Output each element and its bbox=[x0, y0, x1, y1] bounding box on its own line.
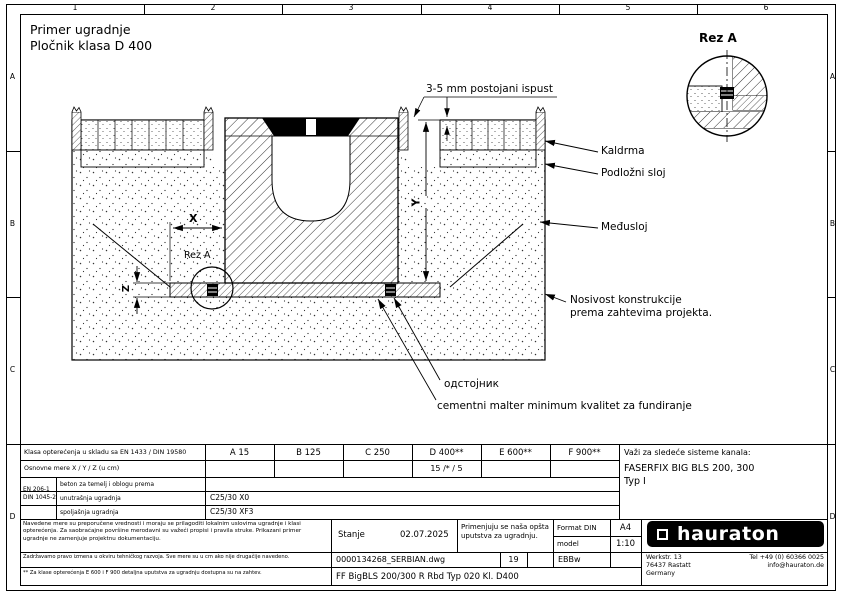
label-kaldrma: Kaldrma bbox=[601, 145, 645, 157]
drawing-title-line1: Primer ugradnje bbox=[30, 22, 131, 37]
indoor-label: unutrašnja ugradnja bbox=[60, 495, 121, 502]
address-line3: Germany bbox=[646, 570, 675, 577]
class-c250: C 250 bbox=[365, 448, 390, 458]
label-nosivost-line1: Nosivost konstrukcije bbox=[570, 294, 682, 306]
ruler-col-5: 5 bbox=[625, 3, 631, 12]
note-changes: Zadržavamo pravo izmena u okviru tehničk… bbox=[23, 554, 290, 560]
detail-title: Rez A bbox=[699, 31, 737, 45]
ruler-col-2: 2 bbox=[210, 3, 216, 12]
concrete-row-label: beton za temelj i oblogu prema bbox=[60, 481, 155, 488]
class-a15: A 15 bbox=[229, 448, 250, 458]
label-medjusloj: Međusloj bbox=[601, 221, 648, 233]
general-instructions: Primenjuju se naša opšta uputstva za ugr… bbox=[461, 523, 549, 541]
dim-x: X bbox=[189, 212, 198, 225]
hauraton-logo-text: hauraton bbox=[677, 522, 780, 545]
ruler-col-3: 3 bbox=[348, 3, 354, 12]
sheet-number: 19 bbox=[508, 555, 519, 564]
hauraton-logo: hauraton bbox=[647, 521, 824, 547]
ruler-row-d-left: D bbox=[9, 512, 16, 521]
outdoor-value: C25/30 XF3 bbox=[210, 507, 254, 516]
editor-code: EBBw bbox=[558, 555, 581, 564]
dim-z: Z bbox=[121, 284, 133, 293]
note-main: Navedene mere su preporučene vrednosti i… bbox=[23, 521, 302, 542]
class-b125: B 125 bbox=[296, 448, 321, 458]
ruler-row-b-right: B bbox=[829, 219, 836, 228]
annotation-top-note: 3-5 mm postojani ispust bbox=[426, 83, 553, 95]
label-podlozni-sloj: Podložni sloj bbox=[601, 167, 666, 179]
class-e600: E 600** bbox=[499, 448, 532, 458]
indoor-value: C25/30 X0 bbox=[210, 493, 250, 502]
format-value: A4 bbox=[619, 523, 632, 533]
ruler-row-b-left: B bbox=[9, 219, 16, 228]
ruler-row-a-right: A bbox=[829, 72, 836, 81]
ruler-col-1: 1 bbox=[72, 3, 78, 12]
contact-phone: Tel +49 (0) 60366 0025 bbox=[749, 554, 824, 561]
ruler-col-6: 6 bbox=[763, 3, 769, 12]
ruler-col-4: 4 bbox=[487, 3, 493, 12]
contact-email: info@hauraton.de bbox=[767, 562, 824, 569]
ruler-row-a-left: A bbox=[9, 72, 16, 81]
hauraton-logo-mark-icon bbox=[657, 528, 668, 540]
dim-y: Y bbox=[409, 198, 423, 207]
systems-line1: FASERFIX BIG BLS 200, 300 bbox=[624, 463, 755, 474]
systems-line2: Typ I bbox=[624, 476, 646, 487]
note-star: ** Za klase opterećenja E 600 i F 900 de… bbox=[23, 570, 262, 576]
norm-line1: EN 206-1 bbox=[23, 487, 50, 493]
format-label: Format DIN bbox=[557, 524, 597, 532]
dims-row-label: Osnovne mere X / Y / Z (u cm) bbox=[24, 465, 120, 472]
address-line1: Werkstr. 13 bbox=[646, 554, 682, 561]
outdoor-label: spoljašnja ugradnja bbox=[60, 509, 119, 516]
systems-heading: Važi za sledeće sisteme kanala: bbox=[624, 448, 751, 457]
document-title: FF BigBLS 200/300 R Rbd Typ 020 Kl. D400 bbox=[336, 572, 519, 582]
norm-line2: DIN 1045-2 bbox=[23, 495, 56, 501]
class-f900: F 900** bbox=[568, 448, 601, 458]
load-class-note: Klasa opterećenja u skladu sa EN 1433 / … bbox=[24, 449, 187, 456]
file-name: 0000134268_SERBIAN.dwg bbox=[336, 555, 446, 564]
status-label: Stanje bbox=[338, 530, 365, 540]
label-odstojnik: одстојник bbox=[444, 378, 499, 390]
dims-d400-value: 15 /* / 5 bbox=[430, 464, 463, 473]
scale-label: model bbox=[557, 540, 579, 548]
label-nosivost-line2: prema zahtevima projekta. bbox=[570, 307, 713, 319]
section-ref-label: Rez A bbox=[184, 250, 211, 261]
drawing-title-line2: Pločnik klasa D 400 bbox=[30, 38, 153, 53]
inner-border bbox=[20, 14, 828, 586]
status-date: 02.07.2025 bbox=[400, 530, 449, 540]
label-cementni-malter: cementni malter minimum kvalitet za fund… bbox=[437, 400, 692, 412]
scale-value: 1:10 bbox=[615, 539, 636, 549]
ruler-row-d-right: D bbox=[829, 512, 836, 521]
class-d400: D 400** bbox=[429, 448, 464, 458]
ruler-row-c-right: C bbox=[829, 365, 836, 374]
ruler-row-c-left: C bbox=[9, 365, 16, 374]
address-line2: 76437 Rastatt bbox=[646, 562, 691, 569]
